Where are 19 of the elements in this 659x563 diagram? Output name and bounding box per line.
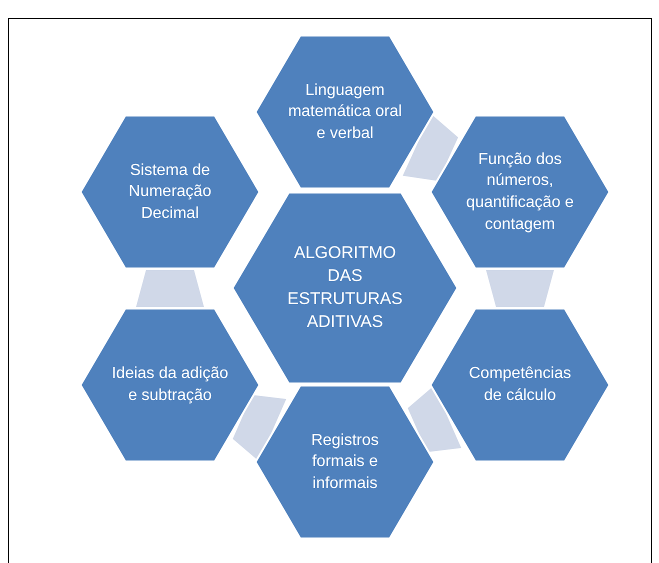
connector-band [408,386,462,452]
hexagon-node [254,34,436,190]
hexagon-label: Ideias da adição e subtração [110,364,230,406]
connector-band [486,270,554,307]
hexagon-node [79,307,261,463]
connector-band [136,270,204,307]
hexagon-label: Sistema de Numeração Decimal [128,160,212,224]
connector-band [232,394,286,462]
hexagon-node [254,384,436,540]
hexagon-node [429,307,611,463]
hexagon-node [231,191,459,385]
hexagon-label: ALGORITMO DAS ESTRUTURAS ADITIVAS [286,242,404,333]
hexagon-label: Linguagem matemática oral e verbal [287,80,403,144]
connector-band [402,114,458,181]
hexagon-label: Competências de cálculo [468,364,572,406]
hexagon-label: Função dos números, quantificação e contagem [465,150,575,235]
hexagon-label: Registros formais e informais [310,430,380,494]
hexagon-node [429,114,611,270]
hexagon-node [79,114,261,270]
